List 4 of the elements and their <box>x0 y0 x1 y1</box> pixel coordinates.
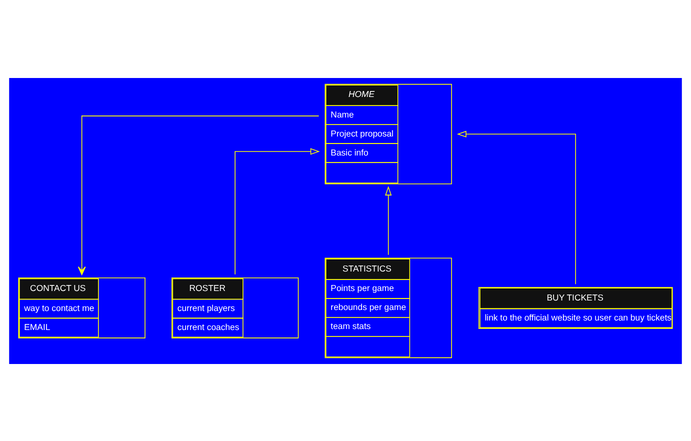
arrow <box>385 185 392 255</box>
arrow <box>456 130 576 284</box>
arrow <box>78 115 320 275</box>
arrow <box>234 148 320 274</box>
